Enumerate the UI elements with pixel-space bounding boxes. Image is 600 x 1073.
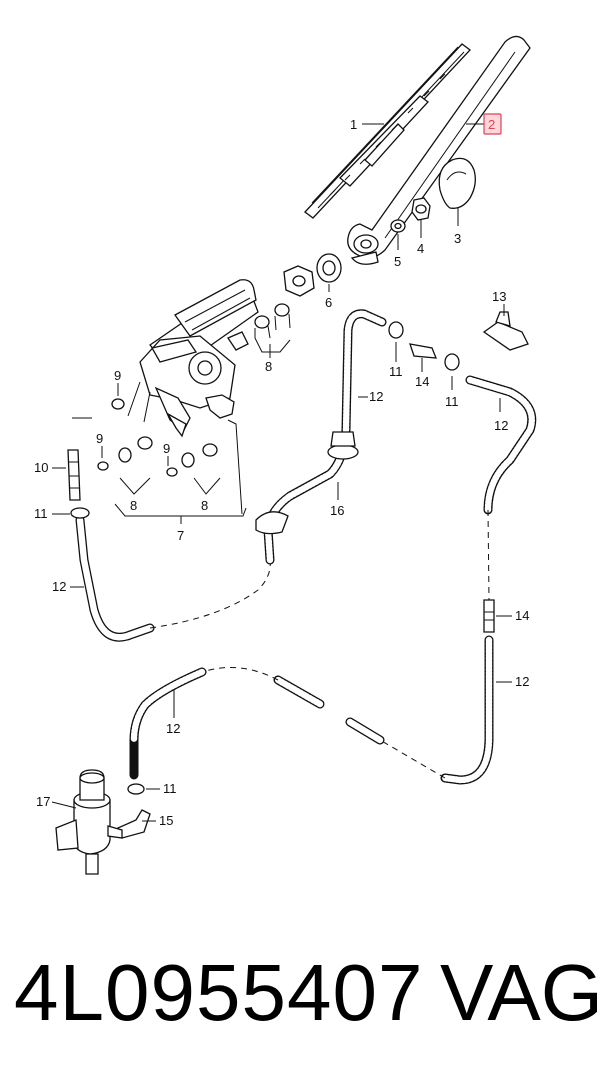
- callout-2: 2: [488, 117, 495, 132]
- clip-11-bottom: [127, 783, 145, 795]
- clip-11-left: [70, 507, 90, 519]
- wiper-blade: [304, 43, 471, 219]
- callout-11-top-a: 11: [389, 364, 403, 379]
- callout-7: 7: [177, 528, 184, 543]
- callout-11-bottom: 11: [163, 781, 177, 796]
- callout-12-center: 12: [369, 389, 383, 404]
- bush-set-left: [97, 436, 153, 471]
- callout-3: 3: [454, 231, 461, 246]
- callout-14-top: 14: [415, 374, 429, 389]
- callout-labels: 1 2 3 4 5 6 7 8 8 8 9 9 9 10 11 11 11 11…: [34, 117, 529, 828]
- callout-9-top: 9: [114, 368, 121, 383]
- callout-11-left: 11: [34, 506, 48, 521]
- footer: 4L0955407 VAG: [0, 935, 600, 1055]
- callout-14-right: 14: [515, 608, 529, 623]
- washer-pump: [55, 769, 123, 875]
- brand-label: VAG: [440, 948, 600, 1037]
- callout-12-left: 12: [52, 579, 66, 594]
- connector-14-right: [483, 599, 495, 633]
- washer-hose-right-lower: [440, 635, 494, 785]
- callout-5: 5: [394, 254, 401, 269]
- callout-15: 15: [159, 813, 173, 828]
- grommet: [283, 253, 342, 297]
- wiper-motor: [127, 279, 259, 438]
- washer-9: [111, 398, 125, 410]
- hose-grommet: [255, 431, 359, 535]
- callout-10: 10: [34, 460, 48, 475]
- leader-lines: [51, 123, 512, 822]
- clip-11-top-a: [388, 321, 404, 339]
- callout-11-top-b: 11: [445, 394, 459, 409]
- callout-13: 13: [492, 289, 506, 304]
- bush-set-top: [254, 303, 291, 339]
- callout-17: 17: [36, 794, 50, 809]
- wiper-arm: [347, 35, 531, 265]
- callout-8-right: 8: [201, 498, 208, 513]
- holder-clip: [482, 311, 529, 351]
- callout-12-pump: 12: [166, 721, 180, 736]
- callout-4: 4: [417, 241, 424, 256]
- connector-14-top: [409, 343, 437, 359]
- clip-11-top-b: [444, 353, 460, 371]
- callout-8-top: 8: [265, 359, 272, 374]
- callout-12-right-upper: 12: [494, 418, 508, 433]
- washer-hose-left: [75, 515, 155, 642]
- parts-diagram: 1 2 3 4 5 6 7 8 8 8 9 9 9 10 11 11 11 11…: [34, 35, 537, 875]
- part-number: 4L0955407: [14, 948, 424, 1037]
- elbow-fitting: [117, 809, 151, 839]
- arm-cap: [438, 157, 476, 209]
- washer-hose-pump-feed: [129, 667, 207, 780]
- highlight-box-2: [483, 113, 502, 135]
- washer-hose-right-upper: [465, 375, 537, 515]
- washer: [390, 219, 406, 233]
- bush-set-right: [166, 443, 218, 477]
- callout-12-right-lower: 12: [515, 674, 529, 689]
- callout-1: 1: [350, 117, 357, 132]
- nut: [411, 197, 431, 221]
- washer-hose-bottom: [273, 675, 385, 745]
- callout-9-left: 9: [96, 431, 103, 446]
- callout-9-right: 9: [163, 441, 170, 456]
- hose-connector: [67, 449, 81, 501]
- callout-8-left: 8: [130, 498, 137, 513]
- callout-6: 6: [325, 295, 332, 310]
- callout-16: 16: [330, 503, 344, 518]
